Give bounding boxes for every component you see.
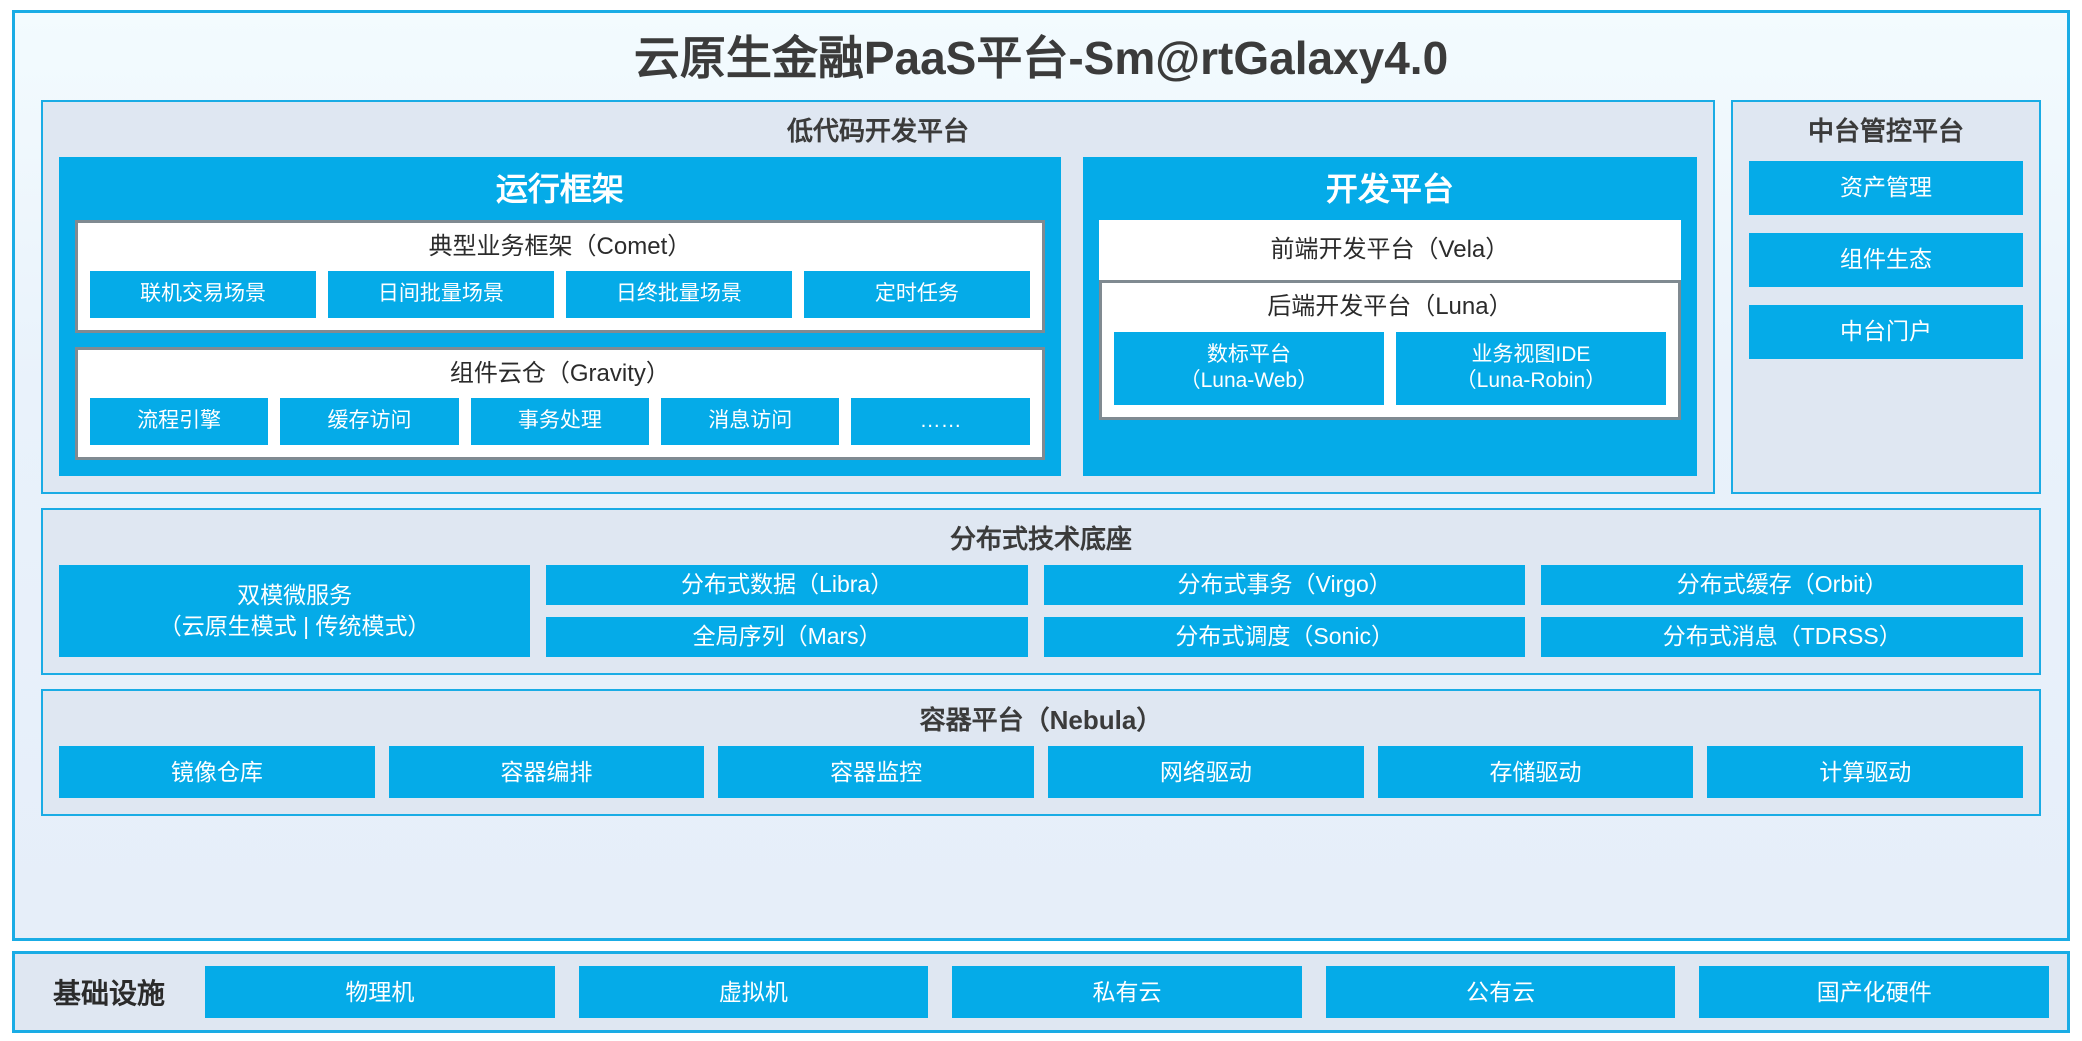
tech-item-tdrss[interactable]: 分布式消息（TDRSS）	[1541, 616, 2023, 657]
gravity-item-more-ellipsis[interactable]: ……	[851, 398, 1030, 445]
top-region: 低代码开发平台 运行框架 典型业务框架（Comet） 联机交易场景 日间批量场景…	[41, 99, 2041, 494]
infra-item-public-cloud[interactable]: 公有云	[1325, 966, 1676, 1018]
infrastructure-label: 基础设施	[53, 978, 166, 1009]
luna-item-luna-robin[interactable]: 业务视图IDE （Luna-Robin）	[1395, 332, 1666, 405]
infra-item-physical-machine[interactable]: 物理机	[205, 966, 555, 1018]
tech-base-column-3: 分布式缓存（Orbit） 分布式消息（TDRSS）	[1541, 564, 2023, 657]
gravity-item-transaction-processing[interactable]: 事务处理	[470, 398, 650, 445]
development-platform-title: 开发平台	[1325, 170, 1454, 207]
lowcode-platform-title: 低代码开发平台	[786, 115, 969, 146]
comet-item-scheduled-task[interactable]: 定时任务	[803, 271, 1030, 318]
luna-box: 后端开发平台（Luna） 数标平台 （Luna-Web） 业务视图IDE （Lu…	[1098, 280, 1681, 420]
comet-chip-row: 联机交易场景 日间批量场景 日终批量场景 定时任务	[90, 271, 1030, 318]
tech-item-orbit[interactable]: 分布式缓存（Orbit）	[1541, 564, 2023, 605]
gravity-box: 组件云仓（Gravity） 流程引擎 缓存访问 事务处理 消息访问 ……	[75, 346, 1045, 460]
infra-item-virtual-machine[interactable]: 虚拟机	[578, 966, 929, 1018]
gravity-item-process-engine[interactable]: 流程引擎	[90, 398, 269, 445]
platform-frame: 云原生金融PaaS平台-Sm@rtGalaxy4.0 低代码开发平台 运行框架 …	[12, 10, 2070, 941]
runtime-framework-title: 运行框架	[495, 170, 624, 207]
development-platform-card: 开发平台 前端开发平台（Vela） 后端开发平台（Luna） 数标平台 （Lun…	[1082, 156, 1697, 476]
luna-item-luna-web[interactable]: 数标平台 （Luna-Web）	[1113, 332, 1384, 405]
comet-item-eod-batch[interactable]: 日终批量场景	[565, 271, 792, 318]
page-title: 云原生金融PaaS平台-Sm@rtGalaxy4.0	[633, 32, 1449, 84]
management-item-component-ecosystem[interactable]: 组件生态	[1749, 232, 2023, 287]
container-platform-row: 镜像仓库 容器编排 容器监控 网络驱动 存储驱动 计算驱动	[59, 746, 2024, 799]
tech-base-dual-mode-microservice[interactable]: 双模微服务 （云原生模式 | 传统模式）	[59, 564, 531, 657]
container-item-monitoring[interactable]: 容器监控	[718, 746, 1035, 799]
tech-base-column-2: 分布式事务（Virgo） 分布式调度（Sonic）	[1043, 564, 1526, 657]
tech-item-mars[interactable]: 全局序列（Mars）	[546, 616, 1028, 657]
management-platform-list: 资产管理 组件生态 中台门户	[1749, 157, 2023, 476]
management-item-asset-management[interactable]: 资产管理	[1749, 160, 2023, 215]
infra-item-private-cloud[interactable]: 私有云	[952, 966, 1302, 1018]
infrastructure-bar: 基础设施 物理机 虚拟机 私有云 公有云 国产化硬件	[12, 951, 2070, 1033]
management-item-portal[interactable]: 中台门户	[1749, 304, 2023, 359]
gravity-item-cache-access[interactable]: 缓存访问	[280, 398, 459, 445]
luna-title: 后端开发平台（Luna）	[1267, 293, 1513, 321]
lowcode-columns: 运行框架 典型业务框架（Comet） 联机交易场景 日间批量场景 日终批量场景 …	[59, 156, 1697, 476]
vela-frontend-platform[interactable]: 前端开发平台（Vela）	[1098, 219, 1681, 281]
gravity-item-message-access[interactable]: 消息访问	[661, 398, 840, 445]
runtime-framework-card: 运行框架 典型业务框架（Comet） 联机交易场景 日间批量场景 日终批量场景 …	[59, 156, 1061, 476]
comet-item-intraday-batch[interactable]: 日间批量场景	[327, 271, 554, 318]
gravity-title: 组件云仓（Gravity）	[449, 359, 670, 387]
container-item-image-registry[interactable]: 镜像仓库	[59, 746, 375, 799]
tech-base-column-1: 分布式数据（Libra） 全局序列（Mars）	[546, 564, 1028, 657]
comet-box: 典型业务框架（Comet） 联机交易场景 日间批量场景 日终批量场景 定时任务	[75, 219, 1045, 333]
tech-base-body: 双模微服务 （云原生模式 | 传统模式） 分布式数据（Libra） 全局序列（M…	[59, 564, 2023, 657]
gravity-chip-row: 流程引擎 缓存访问 事务处理 消息访问 ……	[90, 398, 1030, 445]
management-platform-panel: 中台管控平台 资产管理 组件生态 中台门户	[1731, 99, 2041, 494]
luna-chip-row: 数标平台 （Luna-Web） 业务视图IDE （Luna-Robin）	[1113, 332, 1666, 405]
lowcode-platform-panel: 低代码开发平台 运行框架 典型业务框架（Comet） 联机交易场景 日间批量场景…	[41, 99, 1715, 494]
container-platform-title: 容器平台（Nebula）	[919, 704, 1163, 735]
tech-item-sonic[interactable]: 分布式调度（Sonic）	[1043, 616, 1526, 657]
tech-base-title: 分布式技术底座	[949, 523, 1132, 554]
infrastructure-chips: 物理机 虚拟机 私有云 公有云 国产化硬件	[205, 966, 2049, 1018]
comet-title: 典型业务框架（Comet）	[428, 232, 692, 260]
container-platform-panel: 容器平台（Nebula） 镜像仓库 容器编排 容器监控 网络驱动 存储驱动 计算…	[41, 688, 2041, 817]
container-item-compute-driver[interactable]: 计算驱动	[1707, 746, 2024, 799]
tech-base-panel: 分布式技术底座 双模微服务 （云原生模式 | 传统模式） 分布式数据（Libra…	[41, 507, 2041, 675]
container-item-network-driver[interactable]: 网络驱动	[1048, 746, 1364, 799]
infra-item-domestic-hardware[interactable]: 国产化硬件	[1699, 966, 2049, 1018]
management-platform-title: 中台管控平台	[1807, 115, 1964, 146]
tech-item-libra[interactable]: 分布式数据（Libra）	[546, 564, 1028, 605]
container-item-orchestration[interactable]: 容器编排	[388, 746, 705, 799]
comet-item-online-transaction[interactable]: 联机交易场景	[90, 271, 316, 318]
tech-item-virgo[interactable]: 分布式事务（Virgo）	[1043, 564, 1526, 605]
container-item-storage-driver[interactable]: 存储驱动	[1377, 746, 1694, 799]
